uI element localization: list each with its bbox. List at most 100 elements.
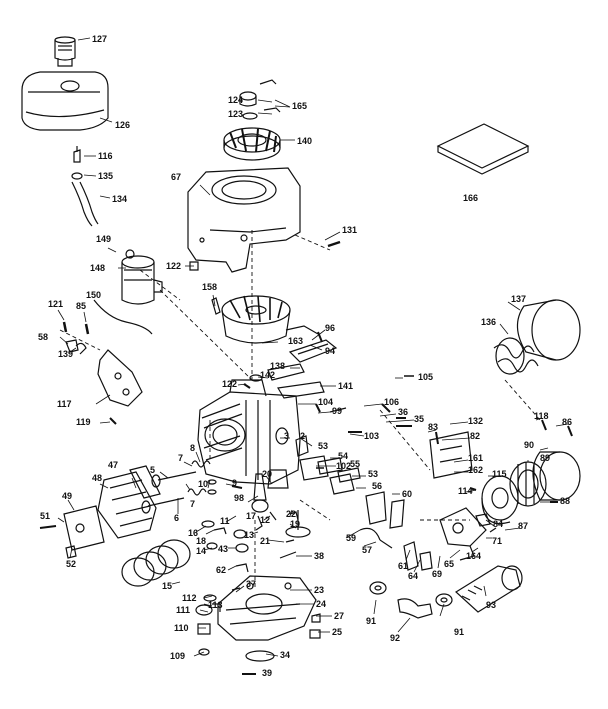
screw-114 [469,487,477,491]
callout-3: 3 [284,431,290,441]
screw-51 [39,525,57,529]
callout-69: 69 [432,569,443,579]
callout-135: 135 [98,171,114,181]
callout-24: 24 [316,599,327,609]
callout-82: 82 [470,431,481,441]
clip-139 [75,342,87,355]
callout-119: 119 [76,417,91,427]
callout-2: 2 [300,431,306,441]
callout-7b: 7 [190,499,196,509]
screw-119 [109,417,117,425]
blower-housing-67 [187,167,301,273]
callout-48: 48 [92,473,103,483]
plate-55 [337,467,361,483]
clamp-135 [71,172,83,180]
callout-140: 140 [297,136,313,146]
gasket-84 [475,513,491,527]
breather-fitting-116 [73,146,81,163]
part-19 [289,511,299,521]
callout-23: 23 [314,585,325,595]
callout-14: 14 [196,546,207,556]
callout-19: 19 [290,519,301,529]
callout-136: 136 [481,317,497,327]
callout-92: 92 [390,633,401,643]
callout-149: 149 [96,234,112,244]
plate-49 [63,505,105,551]
callout-166: 166 [463,193,479,203]
valve-5 [151,471,197,488]
link-57 [379,539,393,549]
callout-116: 116 [98,151,113,161]
screw-83 [435,431,439,445]
callout-122b: 122 [222,379,238,389]
callout-86: 86 [562,417,573,427]
seal-91b [435,593,453,607]
callout-47: 47 [108,460,119,470]
callout-91a: 91 [366,616,377,626]
fitting-52 [65,545,77,559]
callout-16: 16 [188,528,199,538]
callout-21: 21 [260,536,271,546]
callout-49: 49 [62,491,73,501]
callout-11: 11 [220,516,230,526]
callout-59: 59 [346,533,357,543]
part-109 [198,648,210,656]
callout-158: 158 [202,282,218,292]
callout-56: 56 [372,481,383,491]
callout-36: 36 [398,407,409,417]
part-38 [279,551,297,559]
callout-62: 62 [216,565,227,575]
leader-lines [57,37,569,675]
part-16 [201,520,215,528]
part-111 [195,604,213,616]
callout-43: 43 [218,544,229,554]
rotating-screen-140 [223,127,281,161]
callout-118: 118 [534,411,549,421]
callout-18: 18 [196,536,207,546]
callout-132: 132 [468,416,484,426]
callout-161: 161 [468,453,484,463]
screw-85 [84,323,90,335]
callout-65: 65 [444,559,455,569]
screw-121 [62,321,68,333]
screw-122 [243,383,251,389]
cylinder-block [197,379,301,485]
callout-111: 111 [176,605,191,615]
starter-motor-148 [121,249,163,305]
washer-142 [249,374,263,382]
callout-12: 12 [260,515,271,525]
callout-55: 55 [350,459,361,469]
callout-106: 106 [384,397,400,407]
spark-plug-158 [211,297,221,315]
callout-115: 115 [492,469,507,479]
callout-88: 88 [560,496,571,506]
part-17 [231,485,243,489]
oil-fill-cap-127 [54,36,76,67]
part-110 [197,623,211,635]
callout-94: 94 [325,346,336,356]
callout-96: 96 [325,323,336,333]
callout-89: 89 [540,453,551,463]
bracket-61 [403,541,419,571]
callout-148: 148 [90,263,106,273]
spring-136 [493,337,539,375]
link-99 [329,407,347,413]
callout-138: 138 [270,361,286,371]
plug-27 [311,613,321,623]
link-59 [359,527,381,541]
flywheel-nut-124 [239,91,257,107]
armature-94 [288,339,338,363]
valve-cover-126 [21,71,109,131]
callout-98: 98 [234,493,245,503]
carburetor-164 [439,507,487,561]
callout-163: 163 [288,336,304,346]
callout-134: 134 [112,194,128,204]
callout-9: 9 [232,478,238,488]
callout-25: 25 [332,627,343,637]
screw-86 [567,425,573,437]
callout-60: 60 [402,489,413,499]
callout-162: 162 [468,465,484,475]
callout-37: 37 [246,579,257,589]
callout-127: 127 [92,34,108,44]
